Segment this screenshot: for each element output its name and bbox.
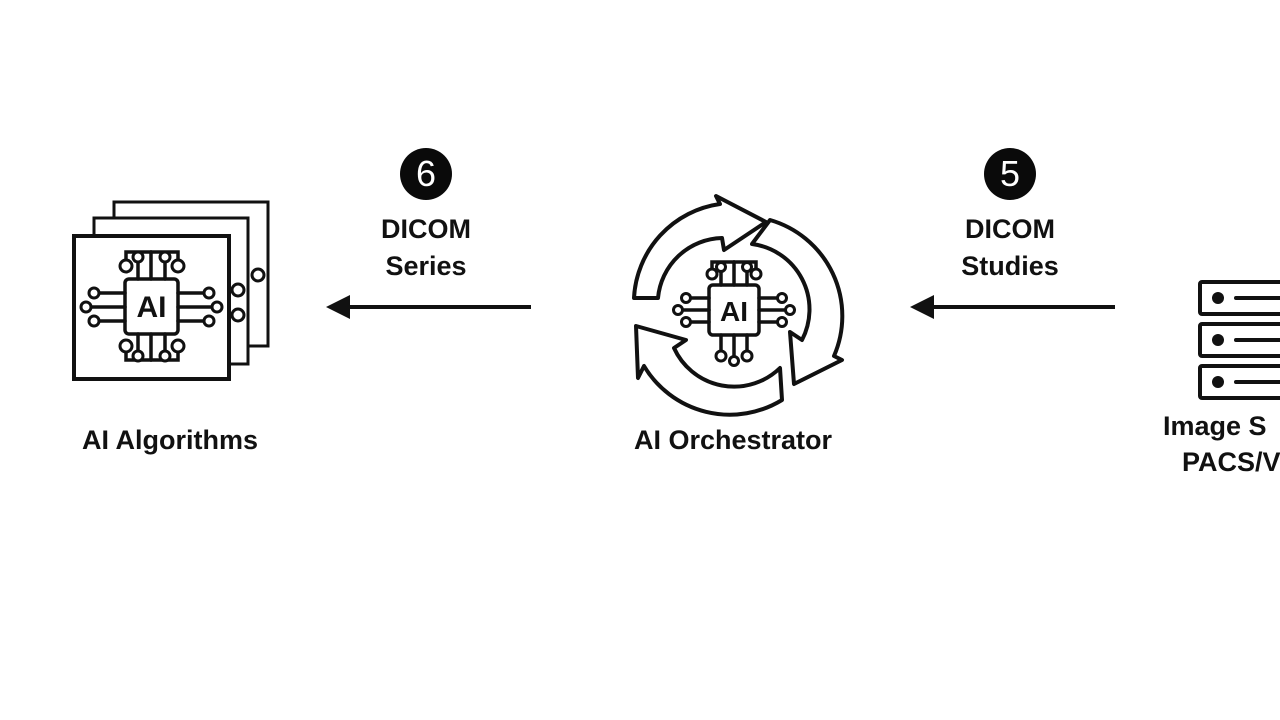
algorithms-chip-text: AI	[137, 291, 167, 324]
ai-algorithms-label: AI Algorithms	[81, 425, 258, 455]
ai-chip-stack-icon: AI	[72, 200, 270, 381]
step-5-badge: 5	[984, 148, 1036, 200]
image-store-label-line2: PACS/V	[1182, 447, 1280, 477]
flow-5-line1: DICOM	[965, 214, 1055, 244]
image-store-label-line1: Image S	[1163, 411, 1267, 441]
ai-orchestrator-label: AI Orchestrator	[633, 425, 833, 455]
flow-6-label: DICOM Series	[346, 211, 506, 285]
ai-chip-cycle-icon: AI	[632, 194, 845, 417]
arrow-left-icon	[326, 295, 531, 319]
flow-6-line2: Series	[385, 251, 467, 281]
arrow-left-icon	[910, 295, 1115, 319]
flow-6-line1: DICOM	[381, 214, 471, 244]
server-rack-icon	[1198, 280, 1280, 400]
step-6-badge: 6	[400, 148, 452, 200]
flow-5-label: DICOM Studies	[930, 211, 1090, 285]
orchestrator-chip-text: AI	[720, 296, 748, 327]
flow-5-line2: Studies	[961, 251, 1059, 281]
